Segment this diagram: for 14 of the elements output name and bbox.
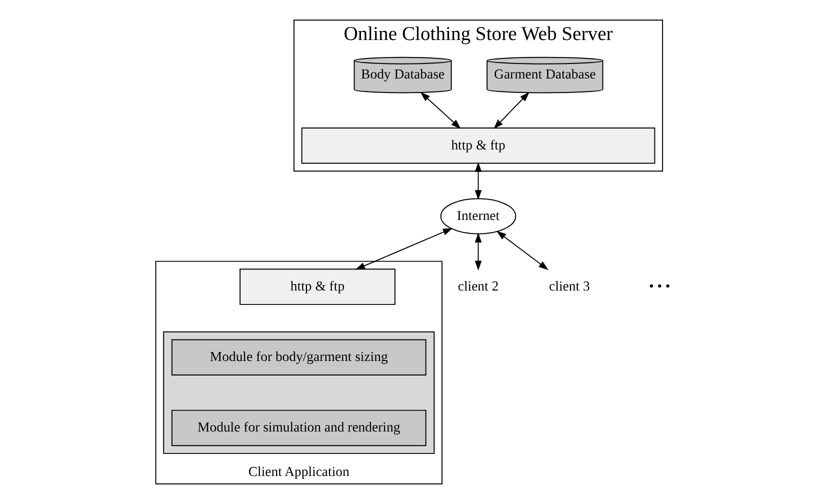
arrow [496,230,548,270]
cluster [162,331,434,454]
arrow [493,92,529,129]
node-text: client 2 [457,278,498,294]
node-box: Module for body/garment sizing [170,339,426,376]
arrow [354,228,452,270]
node-box: http & ftp [239,268,395,305]
node-box: http & ftp [300,128,655,164]
arrow [474,162,482,200]
node-box: Module for simulation and rendering [170,410,426,446]
arrow [420,92,460,129]
arrow [474,232,482,271]
label: • • • [648,278,670,294]
node-text: client 3 [548,278,590,294]
